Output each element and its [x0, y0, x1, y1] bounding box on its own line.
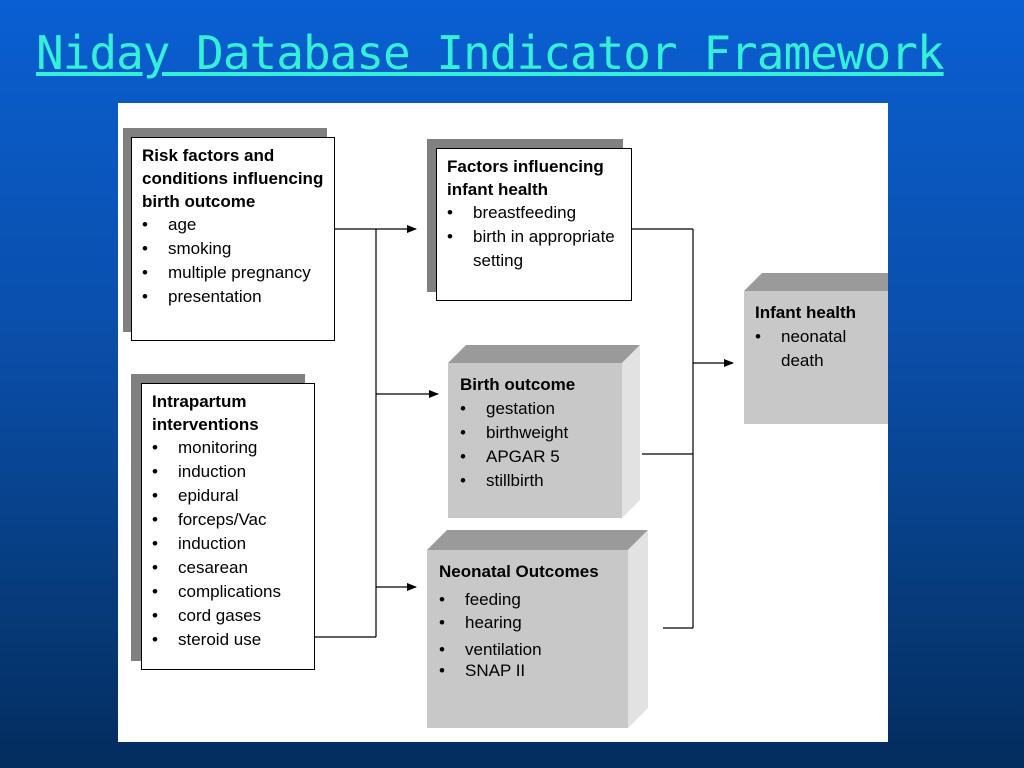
framework-diagram: Risk factors and conditions influencing …: [118, 103, 888, 742]
list-item: •induction: [152, 462, 247, 481]
list-item: •forceps/Vac: [152, 510, 267, 529]
list-item: •complications: [152, 582, 281, 601]
list-item: •epidural: [152, 486, 239, 505]
list-item: •gestation: [460, 399, 555, 418]
list-item: •neonatal death: [755, 327, 847, 370]
list-item: •multiple pregnancy: [142, 263, 311, 282]
list-item: •birthweight: [460, 423, 569, 442]
infant-health-box: Infant health •neonatal death: [744, 273, 888, 424]
connector-lines: [315, 225, 734, 638]
slide-title: Niday Database Indicator Framework: [36, 26, 945, 80]
neonatal-heading: Neonatal Outcomes: [439, 562, 599, 581]
list-item: •induction: [152, 534, 247, 553]
risk-heading: Risk factors and conditions influencing …: [142, 146, 324, 211]
list-item: •cesarean: [152, 558, 248, 577]
intrapartum-heading: Intrapartum interventions: [152, 392, 259, 434]
neonatal-outcomes-box: Neonatal Outcomes •feeding •hearing •ven…: [427, 530, 648, 728]
list-item: •feeding: [439, 590, 521, 609]
list-item: •birth in appropriate setting: [447, 227, 615, 270]
list-item: •steroid use: [152, 630, 262, 649]
list-item: •stillbirth: [460, 471, 544, 490]
infant-factors-heading: Factors influencing infant health: [447, 157, 604, 199]
infant-health-heading: Infant health: [755, 303, 857, 322]
list-item: •hearing: [439, 613, 522, 632]
list-item: •APGAR 5: [460, 447, 560, 466]
list-item: •breastfeeding: [447, 203, 577, 222]
birth-outcome-box: Birth outcome •gestation •birthweight •A…: [448, 345, 640, 518]
list-item: •SNAP II: [439, 661, 526, 680]
risk-factors-box: Risk factors and conditions influencing …: [131, 137, 335, 341]
list-item: •smoking: [142, 239, 232, 258]
list-item: •age: [142, 215, 197, 234]
list-item: •presentation: [142, 287, 262, 306]
list-item: •ventilation: [439, 640, 542, 659]
intrapartum-box: Intrapartum interventions •monitoring •i…: [141, 383, 315, 670]
list-item: •monitoring: [152, 438, 258, 457]
infant-factors-box: Factors influencing infant health •breas…: [436, 148, 632, 301]
birth-outcome-heading: Birth outcome: [460, 375, 576, 394]
list-item: •cord gases: [152, 606, 262, 625]
